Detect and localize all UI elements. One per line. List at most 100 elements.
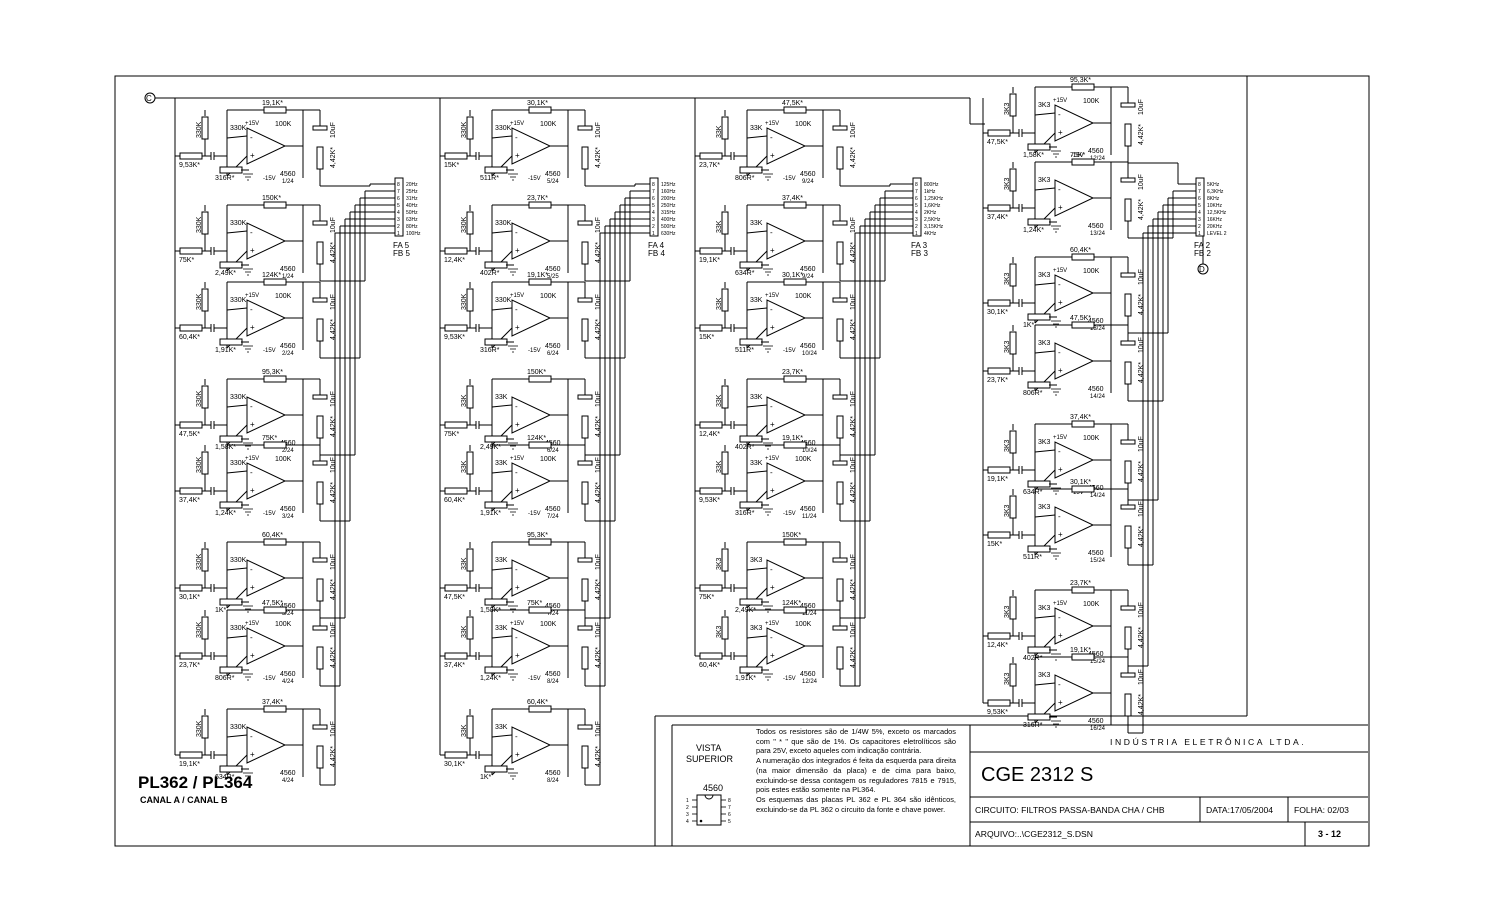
opamp-feedback-label: 100K <box>795 121 812 128</box>
ic-part-label: 4560 <box>280 506 296 513</box>
connector-pin-label: 5 <box>1198 203 1201 209</box>
opamp-plus: + <box>515 323 520 332</box>
capacitor-icon <box>1120 272 1136 278</box>
resistor <box>699 487 723 495</box>
out-cap-label: 10uF <box>850 294 857 310</box>
feedback-res-label: 75K* <box>527 600 542 607</box>
gnd-res-label: 37,4K* <box>987 214 1008 221</box>
input-res-label: 1,24K* <box>215 510 236 517</box>
shunt-res-label-2: 330K <box>230 220 247 227</box>
shunt-res-label-2: 330K <box>230 394 247 401</box>
resistor <box>484 666 508 674</box>
band-label: 630Hz <box>661 231 676 237</box>
opamp-plus: + <box>770 151 775 160</box>
resistor <box>1071 253 1095 261</box>
ic-part-label: 4560 <box>800 506 816 513</box>
svg-text:8: 8 <box>728 798 731 804</box>
ic-index-label: 7/24 <box>547 514 559 520</box>
gnd-res-label: 12,4K* <box>987 642 1008 649</box>
out-cap-label: 10uF <box>330 721 337 737</box>
neg-supply-label: -15V <box>263 676 276 682</box>
resistor <box>484 765 508 773</box>
connector-name-a: FA 3 <box>911 241 928 250</box>
shunt-res-label-2: 3K3 <box>1038 605 1051 612</box>
feedback-res-label: 75K* <box>1070 152 1085 159</box>
ic-index-label: 16/24 <box>1090 726 1106 732</box>
resistor <box>179 247 203 255</box>
opamp-minus: - <box>250 633 253 642</box>
ic-index-label: 3/24 <box>282 514 294 520</box>
opamp-plus: + <box>1058 203 1063 212</box>
shunt-res-label: 33K <box>461 625 468 638</box>
resistor <box>219 338 243 346</box>
view-label-2: SUPERIOR <box>686 754 734 764</box>
shunt-res-label-2: 3K3 <box>1038 340 1051 347</box>
resistor <box>1124 123 1132 147</box>
filter-stage: 12,4K*330K23,7K*-+330K402R*45605/2510uF4… <box>440 195 602 281</box>
band-label: 315Hz <box>661 210 676 216</box>
connector-icon <box>649 177 659 237</box>
gnd-res-label: 15K* <box>699 334 714 341</box>
band-label: 50Hz <box>406 210 418 216</box>
resistor <box>836 146 844 170</box>
feedback-res-label: 30,1K* <box>782 272 803 279</box>
feedback-res-label: 47,5K* <box>262 600 283 607</box>
connector-pin-label: 6 <box>397 196 400 202</box>
connector-pin-label: 4 <box>652 210 655 216</box>
resistor <box>1124 525 1132 549</box>
connector-pin-label: 7 <box>915 189 918 195</box>
capacitor-icon <box>312 557 328 563</box>
resistor <box>179 152 203 160</box>
resistor <box>836 578 844 602</box>
shunt-res-label: 3K3 <box>716 625 723 638</box>
shunt-res-label: 3K3 <box>1004 102 1011 115</box>
resistor <box>219 666 243 674</box>
filter-stage: 75K*330K150K*-+330K2,49K*45601/2410uF4,4… <box>175 195 337 281</box>
opamp-minus: - <box>1058 447 1061 456</box>
resistor <box>783 375 807 383</box>
gnd-res-label: 30,1K* <box>179 594 200 601</box>
resistor <box>1027 313 1051 321</box>
opamp-minus: - <box>250 402 253 411</box>
resistor <box>1027 713 1051 721</box>
ground-icon <box>1051 320 1061 328</box>
ground-icon <box>243 442 253 450</box>
input-res-label: 511R* <box>480 175 499 182</box>
resistor <box>1027 545 1051 553</box>
pos-supply-label: +15V <box>245 121 259 127</box>
ground-icon <box>1051 225 1061 233</box>
capacitor-icon <box>312 297 328 303</box>
opamp-icon <box>766 299 807 337</box>
neg-supply-label: -15V <box>783 348 796 354</box>
resistor <box>219 261 243 269</box>
resistor <box>179 751 203 759</box>
feedback-res-label: 60,4K* <box>1070 247 1091 254</box>
out-res-label: 4,42K* <box>850 147 857 168</box>
opamp-feedback-label: 100K <box>275 456 292 463</box>
input-res-label: 1,24K* <box>1023 227 1044 234</box>
ground-icon <box>508 673 518 681</box>
connector-pin-label: 2 <box>652 224 655 230</box>
opamp-icon <box>766 127 807 165</box>
ground-icon <box>243 508 253 516</box>
input-res-label: 402R* <box>1023 655 1043 662</box>
resistor <box>1071 653 1095 661</box>
date-field: DATA:17/05/2004 <box>1206 805 1274 815</box>
out-res-label: 4,42K* <box>1138 124 1145 145</box>
out-res-label: 4,42K* <box>595 647 602 668</box>
resistor <box>444 152 468 160</box>
view-label-1: VISTA <box>696 743 722 753</box>
wire <box>491 404 513 408</box>
opamp-feedback-label: 100K <box>540 121 557 128</box>
pos-supply-label: +15V <box>510 456 524 462</box>
opamp-minus: - <box>515 305 518 314</box>
capacitor-icon <box>832 297 848 303</box>
wire <box>491 135 513 139</box>
shunt-res-label: 33K <box>716 460 723 473</box>
out-res-label: 4,42K* <box>330 147 337 168</box>
connector-name-b: FB 4 <box>648 249 665 258</box>
